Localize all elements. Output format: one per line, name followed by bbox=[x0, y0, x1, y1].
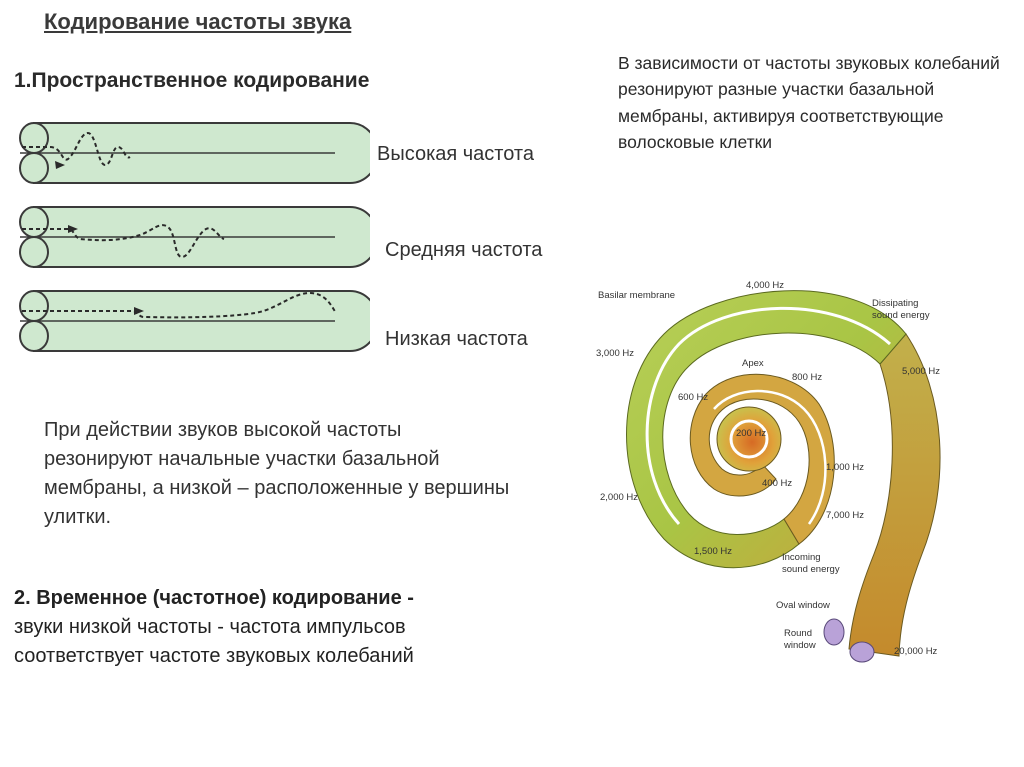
label-800hz: 800 Hz bbox=[792, 372, 822, 383]
cochlea-illustration: Basilar membrane 4,000 Hz Dissipating so… bbox=[594, 274, 994, 674]
tube-diagrams bbox=[10, 115, 370, 355]
label-apex: Apex bbox=[742, 358, 764, 369]
label-3000hz: 3,000 Hz bbox=[596, 348, 634, 359]
section2: 2. Временное (частотное) кодирование - з… bbox=[14, 584, 554, 671]
label-7000hz: 7,000 Hz bbox=[826, 510, 864, 521]
resonance-note: В зависимости от частоты звуковых колеба… bbox=[618, 50, 1008, 155]
label-basilar-membrane: Basilar membrane bbox=[598, 290, 675, 301]
label-600hz: 600 Hz bbox=[678, 392, 708, 403]
label-dissipating-1: Dissipating bbox=[872, 298, 918, 309]
page-title: Кодирование частоты звука bbox=[44, 9, 351, 35]
cochlea-apex bbox=[717, 407, 781, 471]
label-incoming-1: Incoming bbox=[782, 552, 821, 563]
cochlea-tail bbox=[849, 334, 940, 656]
section2-line2: соответствует частоте звуковых колебаний bbox=[14, 642, 554, 671]
tube-middle-frequency bbox=[20, 207, 370, 267]
label-oval-window: Oval window bbox=[776, 600, 830, 611]
label-high-frequency: Высокая частота bbox=[377, 143, 534, 166]
tube-high-frequency bbox=[20, 123, 370, 183]
label-400hz: 400 Hz bbox=[762, 478, 792, 489]
label-dissipating-2: sound energy bbox=[872, 310, 930, 321]
label-middle-frequency: Средняя частота bbox=[385, 239, 542, 262]
label-incoming-2: sound energy bbox=[782, 564, 840, 575]
section2-line1: звуки низкой частоты - частота импульсов bbox=[14, 613, 554, 642]
label-200hz: 200 Hz bbox=[736, 428, 766, 439]
label-4000hz: 4,000 Hz bbox=[746, 280, 784, 291]
label-20000hz: 20,000 Hz bbox=[894, 646, 938, 657]
section1-heading: 1.Пространственное кодирование bbox=[14, 69, 369, 93]
tube-low-frequency bbox=[20, 291, 370, 351]
high-low-explanation: При действии звуков высокой частоты резо… bbox=[44, 416, 514, 532]
label-1000hz: 1,000 Hz bbox=[826, 462, 864, 473]
section2-heading: 2. Временное (частотное) кодирование - bbox=[14, 584, 554, 613]
label-2000hz: 2,000 Hz bbox=[600, 492, 638, 503]
round-window-shape bbox=[850, 642, 874, 662]
label-1500hz: 1,500 Hz bbox=[694, 546, 732, 557]
label-5000hz: 5,000 Hz bbox=[902, 366, 940, 377]
oval-window-shape bbox=[824, 619, 844, 645]
label-low-frequency: Низкая частота bbox=[385, 328, 528, 351]
label-round-window-1: Round bbox=[784, 628, 812, 639]
label-round-window-2: window bbox=[783, 640, 816, 651]
